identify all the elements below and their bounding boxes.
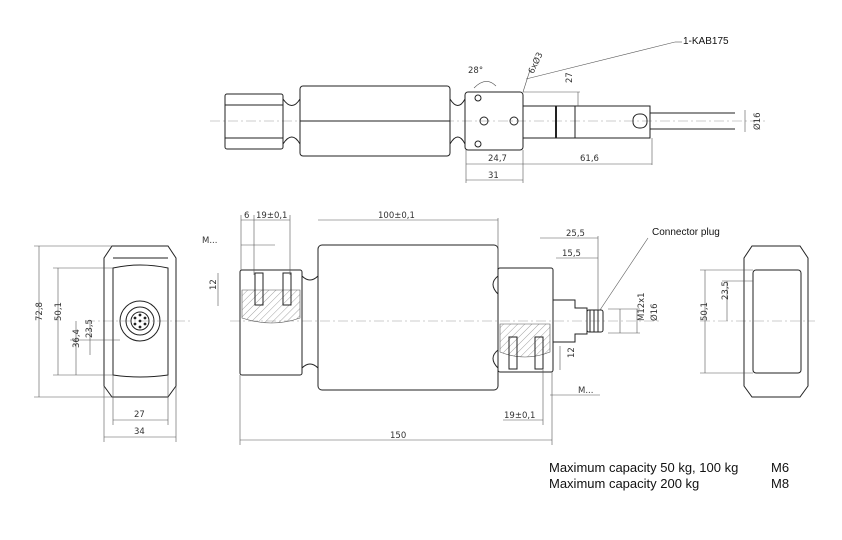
capacity-label: Maximum capacity 200 kg <box>549 476 700 491</box>
dim-100: 100±0,1 <box>378 211 415 221</box>
dim-m12: M12x1 <box>637 292 647 321</box>
connector-plug-label: Connector plug <box>652 227 720 238</box>
dim-12-left: 12 <box>209 279 219 290</box>
dim-25-5: 25,5 <box>566 229 585 239</box>
dim-50-1: 50,1 <box>54 302 64 321</box>
dim-150: 150 <box>390 431 406 441</box>
dim-34: 34 <box>134 427 145 437</box>
dim-19-top: 19±0,1 <box>256 211 287 221</box>
right-end-view-labels: 50,1 23,5 <box>700 281 731 321</box>
angle-label: 28° <box>468 66 483 76</box>
left-end-view <box>34 245 190 442</box>
capacity-label: Maximum capacity 50 kg, 100 kg <box>549 460 739 475</box>
thread-left: M... <box>202 236 217 246</box>
capacity-table: Maximum capacity 50 kg, 100 kg M6 Maximu… <box>549 460 789 492</box>
capacity-thread: M8 <box>771 476 790 491</box>
dim-27-top: 27 <box>565 72 575 83</box>
dim-16-top: Ø16 <box>752 112 763 130</box>
dim-23-5-left: 23,5 <box>85 319 95 338</box>
left-end-view-labels: 72,8 50,1 36,4 23,5 27 34 <box>35 302 145 437</box>
dim-72-8: 72,8 <box>35 302 45 321</box>
dim-50-1-right: 50,1 <box>700 302 710 321</box>
dim-36-4: 36,4 <box>72 329 82 348</box>
dim-12-right: 12 <box>567 347 577 358</box>
dim-6: 6 <box>244 211 249 221</box>
right-end-view <box>700 245 815 398</box>
cable-label: 1-KAB175 <box>683 36 729 47</box>
dim-27-left: 27 <box>134 410 145 420</box>
thread-right: M... <box>578 386 593 396</box>
side-view <box>217 215 660 445</box>
dim-24-7: 24,7 <box>488 154 507 164</box>
side-view-labels: 6 19±0,1 100±0,1 25,5 15,5 M... M... 12 … <box>202 211 720 441</box>
dim-16-side: Ø16 <box>649 303 660 321</box>
capacity-row: Maximum capacity 50 kg, 100 kg M6 <box>549 460 789 476</box>
dim-23-5-right: 23,5 <box>721 281 731 300</box>
capacity-thread: M6 <box>771 460 790 475</box>
dim-61-6: 61,6 <box>580 154 599 164</box>
dim-31: 31 <box>488 171 499 181</box>
dim-19-bottom: 19±0,1 <box>504 411 535 421</box>
top-view <box>210 41 765 183</box>
holes-label: 6xØ3 <box>526 50 545 75</box>
top-view-labels: 1-KAB175 28° 6xØ3 27 Ø16 24,7 61,6 31 <box>468 36 763 181</box>
dim-15-5: 15,5 <box>562 249 581 259</box>
capacity-row: Maximum capacity 200 kg M8 <box>549 476 789 492</box>
